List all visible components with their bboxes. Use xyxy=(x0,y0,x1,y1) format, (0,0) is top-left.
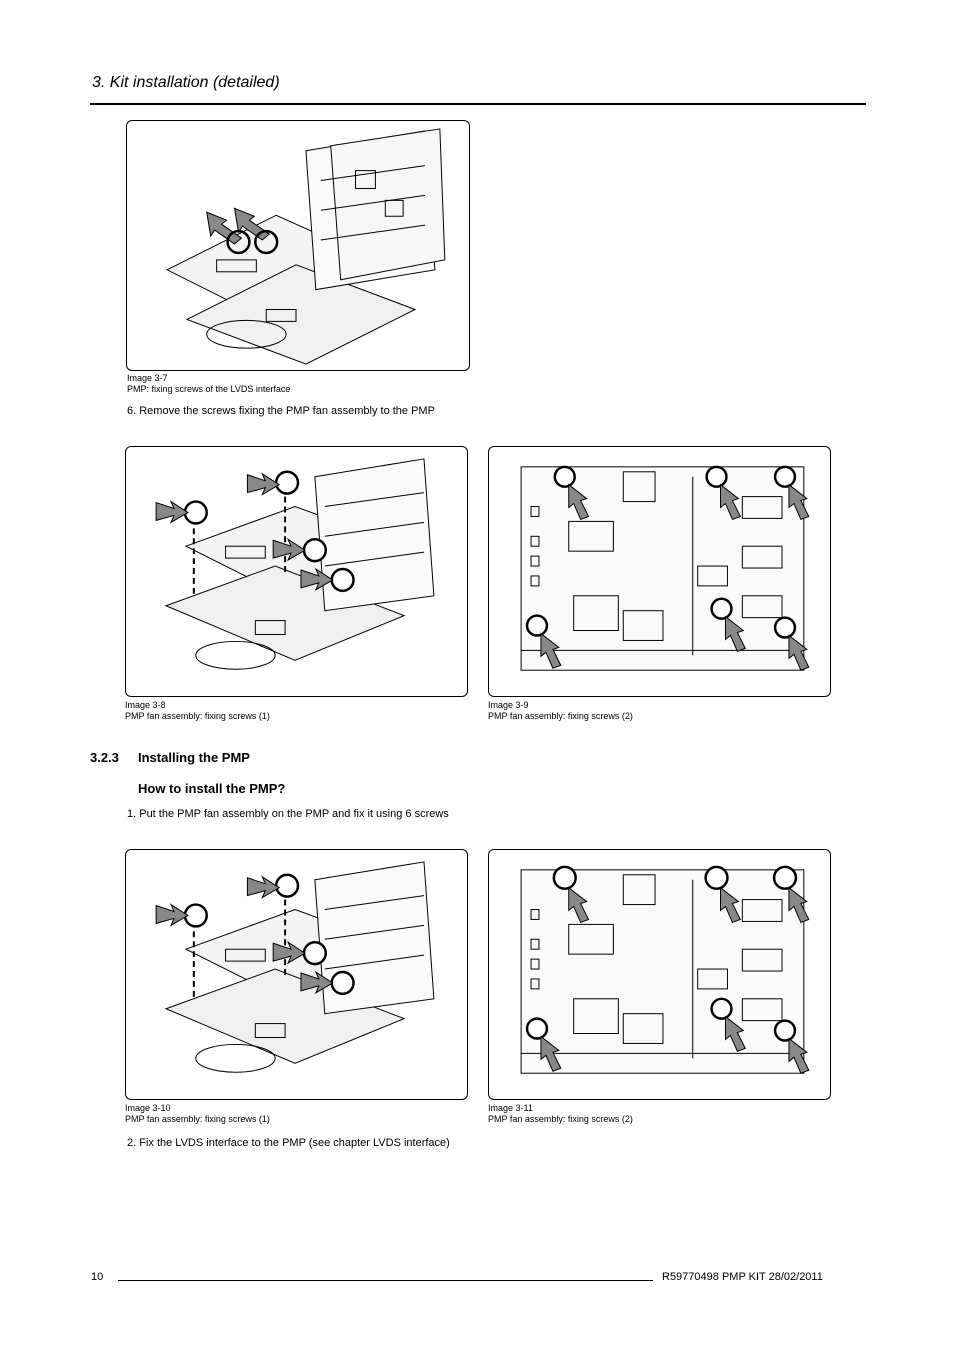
figure-image-3-9 xyxy=(488,446,831,697)
section-subheading: How to install the PMP? xyxy=(138,781,286,796)
arrow-icon xyxy=(540,886,810,1074)
figure-image-3-11 xyxy=(488,849,831,1100)
step-put-fan-assembly: 1. Put the PMP fan assembly on the PMP a… xyxy=(127,808,449,820)
arrow-icon xyxy=(155,875,334,995)
header-divider xyxy=(90,103,866,105)
footer-divider xyxy=(118,1280,653,1281)
figure-image-3-10 xyxy=(125,849,468,1100)
pmp-iso-fan-illustration xyxy=(155,458,435,670)
step-remove-screws: 6. Remove the screws fixing the PMP fan … xyxy=(127,405,435,417)
page-number: 10 xyxy=(91,1271,104,1283)
arrow-icon xyxy=(540,483,810,671)
pmp-iso-lvds-illustration xyxy=(165,128,446,365)
arrow-icon xyxy=(155,472,334,592)
pmp-top-view-illustration xyxy=(520,465,810,671)
pmp-top-view-illustration xyxy=(520,865,810,1074)
step-fix-lvds: 2. Fix the LVDS interface to the PMP (se… xyxy=(127,1137,450,1149)
pmp-iso-fan-illustration xyxy=(155,861,435,1073)
figure-image-3-7 xyxy=(126,120,470,371)
figure-image-3-8 xyxy=(125,446,468,697)
chapter-title: 3. Kit installation (detailed) xyxy=(92,74,280,91)
document-reference: R59770498 PMP KIT 28/02/2011 xyxy=(662,1271,823,1283)
